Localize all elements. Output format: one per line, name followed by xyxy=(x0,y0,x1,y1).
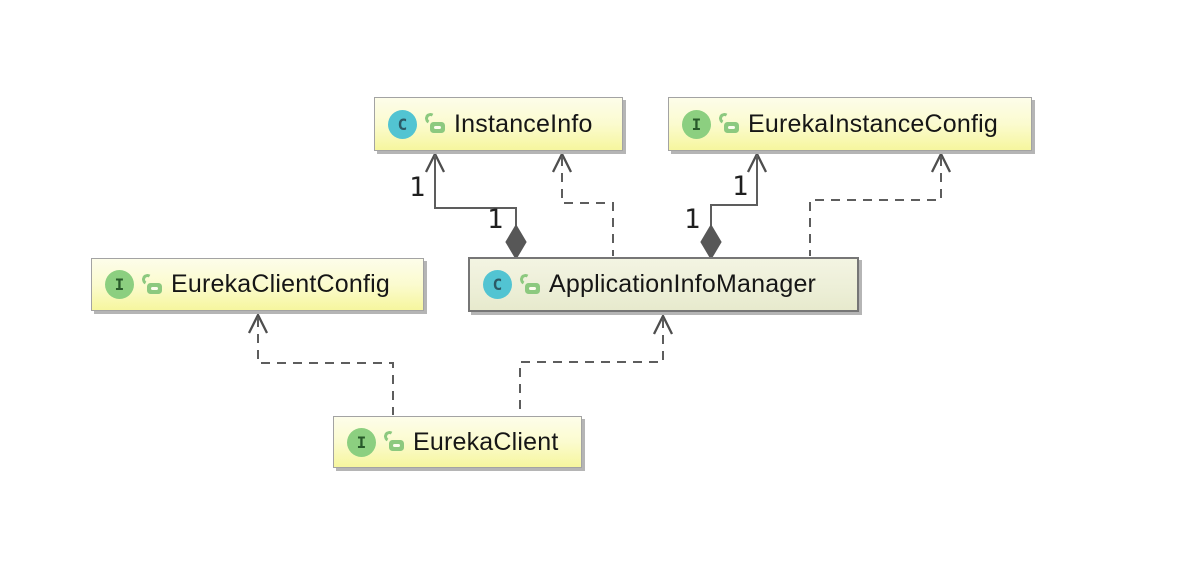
interface-node-eurekaclient[interactable]: I EurekaClient xyxy=(333,416,582,468)
node-title: InstanceInfo xyxy=(454,109,593,138)
node-title: ApplicationInfoManager xyxy=(549,270,817,298)
interface-node-eurekainstanceconfig[interactable]: I EurekaInstanceConfig xyxy=(668,97,1032,151)
node-title: EurekaClient xyxy=(413,427,559,456)
edge-composition-eurekainstanceconfig xyxy=(700,151,768,260)
edge-dependency-eurekaclientconfig xyxy=(247,312,394,415)
class-icon: C xyxy=(388,109,417,139)
edge-composition-instanceinfo xyxy=(424,151,527,260)
node-title: EurekaClientConfig xyxy=(171,270,390,298)
open-lock-icon xyxy=(717,111,740,135)
multiplicity-label: 1 xyxy=(409,172,426,203)
interface-icon: I xyxy=(105,270,134,299)
open-lock-icon xyxy=(140,272,163,296)
interface-icon: I xyxy=(682,109,711,139)
multiplicity-label: 1 xyxy=(732,171,749,202)
multiplicity-label: 1 xyxy=(684,204,701,235)
interface-node-eurekaclientconfig[interactable]: I EurekaClientConfig xyxy=(91,258,424,311)
class-node-instanceinfo[interactable]: C InstanceInfo xyxy=(374,97,623,151)
open-lock-icon xyxy=(382,429,405,453)
edge-dependency-applicationinfomanager xyxy=(519,313,674,415)
multiplicity-label: 1 xyxy=(487,204,504,235)
class-icon: C xyxy=(483,270,512,299)
open-lock-icon xyxy=(518,272,541,296)
edge-dependency-instanceinfo xyxy=(551,151,614,256)
open-lock-icon xyxy=(423,111,446,135)
edge-dependency-eurekainstanceconfig xyxy=(809,151,952,256)
class-node-applicationinfomanager[interactable]: C ApplicationInfoManager xyxy=(468,257,859,312)
node-title: EurekaInstanceConfig xyxy=(748,109,998,138)
interface-icon: I xyxy=(347,427,376,457)
